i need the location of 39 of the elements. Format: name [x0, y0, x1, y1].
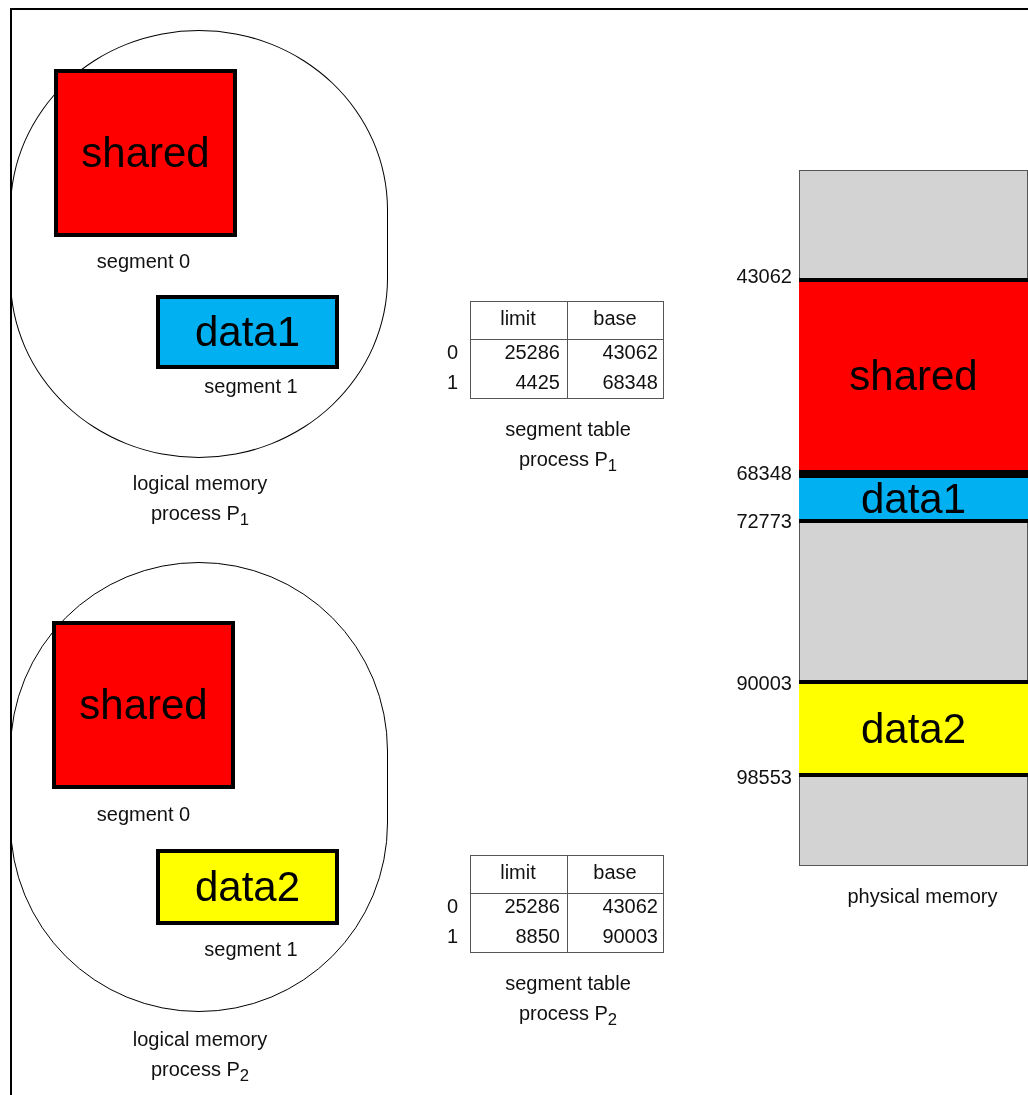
row-index: 0	[445, 341, 458, 364]
memory-segment: data1	[799, 474, 1028, 523]
base-value: 43062	[601, 895, 658, 918]
limit-value: 25286	[503, 341, 560, 364]
base-value: 43062	[601, 341, 658, 364]
logical-memory-outline	[10, 30, 388, 458]
table-caption: segment table process P$_{2}$	[504, 971, 632, 1031]
physical-memory-bar	[799, 170, 1028, 866]
memory-segment: data2	[799, 680, 1028, 777]
memory-segment: shared	[799, 278, 1028, 474]
memory-segment: shared	[52, 621, 235, 789]
column-header: limit	[499, 307, 537, 330]
row-index: 1	[445, 925, 458, 948]
column-header: base	[592, 861, 638, 884]
segment-caption: segment 0	[95, 249, 192, 274]
row-index: 1	[445, 371, 458, 394]
address-label: 90003	[735, 672, 792, 695]
table-caption: segment table process P$_{1}$	[504, 417, 632, 477]
memory-segment: data1	[156, 295, 339, 369]
limit-value: 8850	[514, 925, 560, 948]
address-label: 72773	[735, 510, 792, 533]
memory-caption: logical memory process P$_{2}$	[131, 1027, 269, 1087]
address-label: 98553	[735, 766, 792, 789]
limit-value: 4425	[514, 371, 560, 394]
memory-caption: physical memory	[846, 884, 999, 909]
memory-segment: data2	[156, 849, 339, 925]
segment-caption: segment 0	[95, 802, 192, 827]
address-label: 43062	[735, 265, 792, 288]
segment-caption: segment 1	[203, 374, 299, 399]
column-header: base	[592, 307, 638, 330]
column-header: limit	[499, 861, 537, 884]
row-index: 0	[445, 895, 458, 918]
segment-caption: segment 1	[203, 937, 299, 962]
memory-segment: shared	[54, 69, 237, 237]
memory-caption: logical memory process P$_{1}$	[131, 471, 269, 531]
base-value: 68348	[601, 371, 658, 394]
limit-value: 25286	[503, 895, 560, 918]
base-value: 90003	[601, 925, 658, 948]
address-label: 68348	[735, 462, 792, 485]
